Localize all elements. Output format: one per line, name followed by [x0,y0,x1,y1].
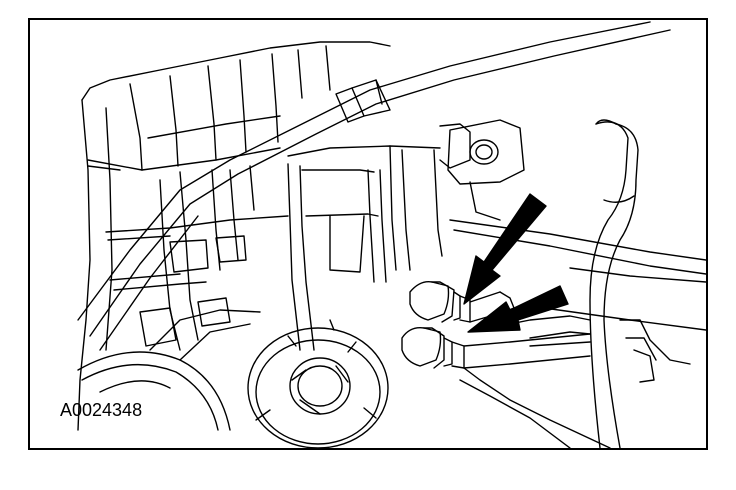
figure-id-label: A0024348 [60,400,143,420]
pump-cover [247,319,389,448]
transmission-case [77,41,391,431]
arrow-icon [467,285,569,333]
transmission-cooler-line-illustration [77,21,706,448]
arrow-icon [463,193,547,305]
cooler-line-fitting-lower [401,327,611,448]
illustration-frame: A0024348 [28,18,708,450]
cooler-tube-upper [77,21,671,351]
cooler-hose-right [499,119,691,448]
